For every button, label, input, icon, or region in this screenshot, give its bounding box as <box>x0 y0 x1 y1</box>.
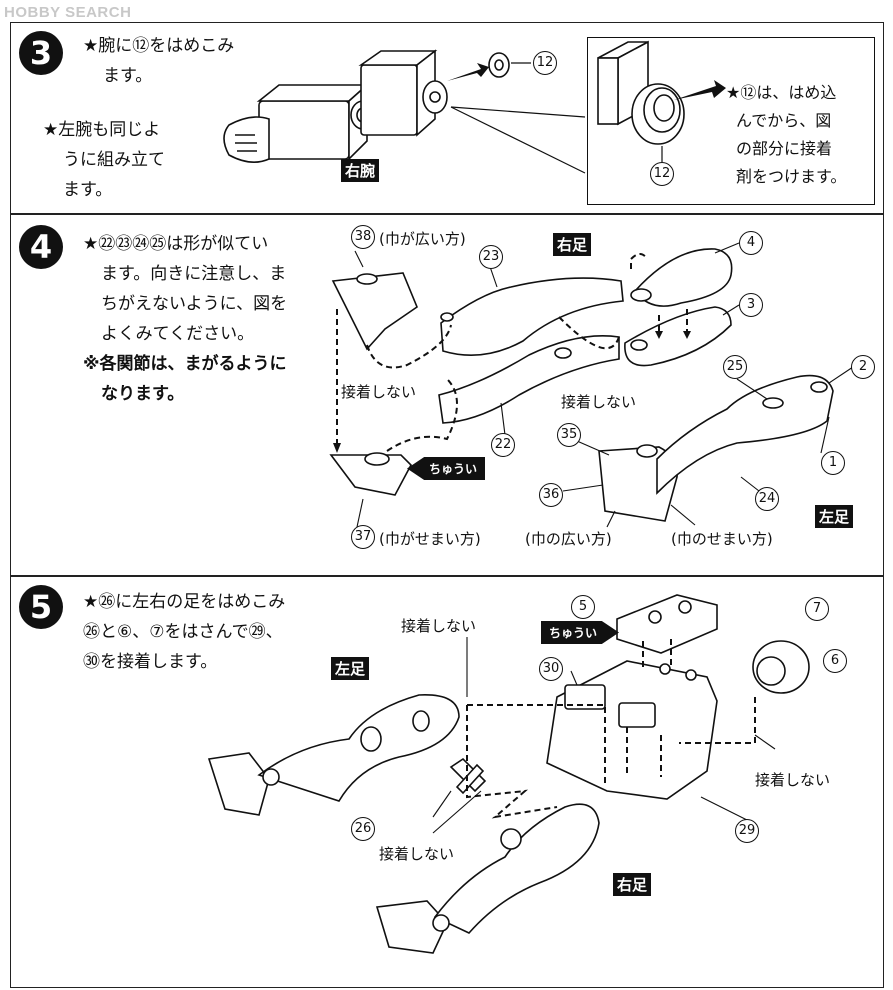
part-number-3: 3 <box>739 293 763 317</box>
step-3-panel: 3 ★腕に⑫をはめこみ ます。 ★左腕も同じよ うに組み立て ます。 <box>10 22 884 214</box>
header-bar: HOBBY SEARCH <box>0 0 893 22</box>
part-number-37: 37 <box>351 525 375 549</box>
no-glue-label: 接着しない <box>401 617 477 635</box>
step-number: 3 <box>19 31 63 75</box>
part-number-23: 23 <box>479 245 503 269</box>
step-text-line: うに組み立て <box>63 150 165 170</box>
inset-text-line: ★⑫は、はめ込 <box>726 83 837 102</box>
narrow-side-label: (巾のせまい方) <box>671 530 773 548</box>
part-number-29: 29 <box>735 819 759 843</box>
part-number-35: 35 <box>557 423 581 447</box>
inset-text-line: んでから、図 <box>736 111 832 130</box>
legs-illustration <box>329 242 854 528</box>
step-number: 4 <box>19 225 63 269</box>
part-number-2: 2 <box>851 355 875 379</box>
part-number-4: 4 <box>739 231 763 255</box>
step-text-line: ます。 <box>103 66 153 86</box>
part-number-30: 30 <box>539 657 563 681</box>
no-glue-label: 接着しない <box>755 771 831 789</box>
caution-arrow: ちゅうい <box>407 457 486 480</box>
right-arm-illustration <box>223 49 586 174</box>
part-number-12-inset: 12 <box>650 162 674 186</box>
inset-text-line: 剤をつけます。 <box>736 167 847 186</box>
narrow-side-label: (巾がせまい方) <box>379 530 481 548</box>
step-text-line: ※各関節は、まがるように <box>83 354 287 374</box>
part-number-5: 5 <box>571 595 595 619</box>
caution-arrow: ちゅうい <box>541 621 620 644</box>
part-number-6: 6 <box>823 649 847 673</box>
left-leg-tag: 左足 <box>331 657 370 680</box>
torso-assembly-illustration <box>207 594 810 954</box>
step-text-line: ★腕に⑫をはめこみ <box>83 36 235 56</box>
step-text-line: ★左腕も同じよ <box>43 120 161 140</box>
left-leg-tag: 左足 <box>815 505 854 528</box>
detail-inset: 12 ★⑫は、はめ込 んでから、図 の部分に接着 剤をつけます。 <box>587 37 875 205</box>
wide-side-label: (巾が広い方) <box>379 230 466 248</box>
step-text-line: なります。 <box>101 384 185 404</box>
step-text-line: ます。 <box>63 180 113 200</box>
wide-side-label: (巾の広い方) <box>525 530 612 548</box>
right-leg-tag: 右足 <box>613 873 652 896</box>
right-leg-tag: 右足 <box>553 233 592 256</box>
step-text-line: ます。向きに注意し、ま <box>101 264 287 284</box>
step-number: 5 <box>19 585 63 629</box>
part-number-1: 1 <box>821 451 845 475</box>
part-number-22: 22 <box>491 433 515 457</box>
part-number-7: 7 <box>805 597 829 621</box>
logo-text: HOBBY SEARCH <box>4 4 132 21</box>
step-4-panel: 4 ★㉒㉓㉔㉕は形が似てい ます。向きに注意し、ま ちがえないように、図を よく… <box>10 214 884 576</box>
step-text-line: ★㉒㉓㉔㉕は形が似てい <box>83 234 269 254</box>
step-5-panel: 5 ★㉖に左右の足をはめこみ ㉖と⑥、⑦をはさんで㉙、 ㉚を接着します。 <box>10 576 884 988</box>
step-text-line: よくみてください。 <box>101 324 255 344</box>
no-glue-label: 接着しない <box>561 393 637 411</box>
step-text-line: ★㉖に左右の足をはめこみ <box>83 592 286 612</box>
no-glue-label: 接着しない <box>379 845 455 863</box>
part-number-25: 25 <box>723 355 747 379</box>
right-arm-tag: 右腕 <box>341 159 380 182</box>
step-text-line: ㉚を接着します。 <box>83 652 218 672</box>
step-text-line: ちがえないように、図を <box>101 294 288 314</box>
site-logo[interactable]: HOBBY SEARCH <box>4 4 131 21</box>
part-number-24: 24 <box>755 487 779 511</box>
part-number-12: 12 <box>533 51 557 75</box>
no-glue-label: 接着しない <box>341 383 417 401</box>
inset-text-line: の部分に接着 <box>736 139 833 158</box>
step-text-line: ㉖と⑥、⑦をはさんで㉙、 <box>83 622 283 642</box>
part-number-26: 26 <box>351 817 375 841</box>
part-number-38: 38 <box>351 225 375 249</box>
part-number-36: 36 <box>539 483 563 507</box>
